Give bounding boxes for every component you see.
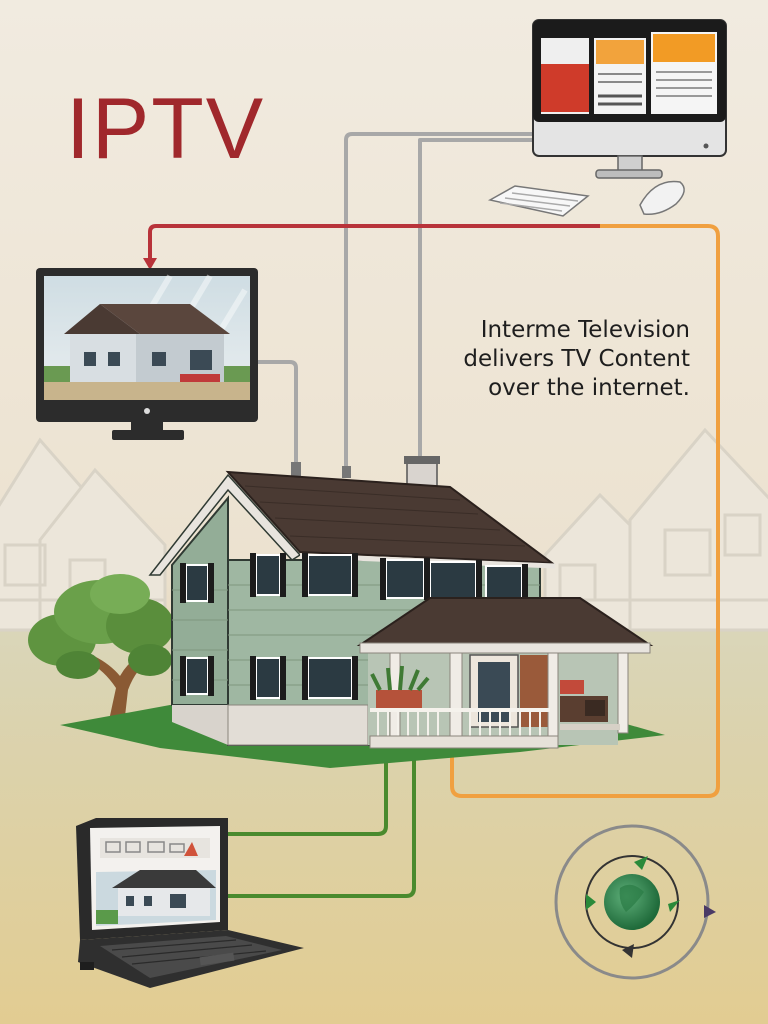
green-link-laptop-top: [228, 745, 388, 836]
television-icon: [36, 268, 258, 440]
tree-icon: [28, 574, 174, 725]
caption-line-1: Interme Television: [480, 317, 690, 343]
caption-line-2: delivers TV Content: [463, 346, 690, 372]
gray-link-tv-house: [258, 360, 298, 464]
green-link-laptop-bottom: [228, 745, 416, 898]
gray-link-desktop-roof: [344, 132, 537, 468]
gray-link-desktop-chimney: [418, 138, 537, 462]
mouse-icon: [639, 180, 685, 216]
orange-link-loop: [450, 224, 720, 798]
page-title: IPTV: [66, 81, 266, 177]
caption-line-3: over the internet.: [488, 375, 690, 401]
sync-cycle-icon: [554, 824, 716, 980]
caption-text: Interme Television delivers TV Content o…: [430, 316, 690, 403]
red-link-to-tv: [148, 224, 600, 262]
desktop-monitor-icon: [532, 19, 727, 179]
house-icon: [148, 456, 654, 749]
laptop-icon: [76, 818, 304, 988]
keyboard-icon: [487, 185, 590, 217]
connection-lines: [143, 132, 720, 898]
arrow-to-tv: [143, 258, 157, 270]
